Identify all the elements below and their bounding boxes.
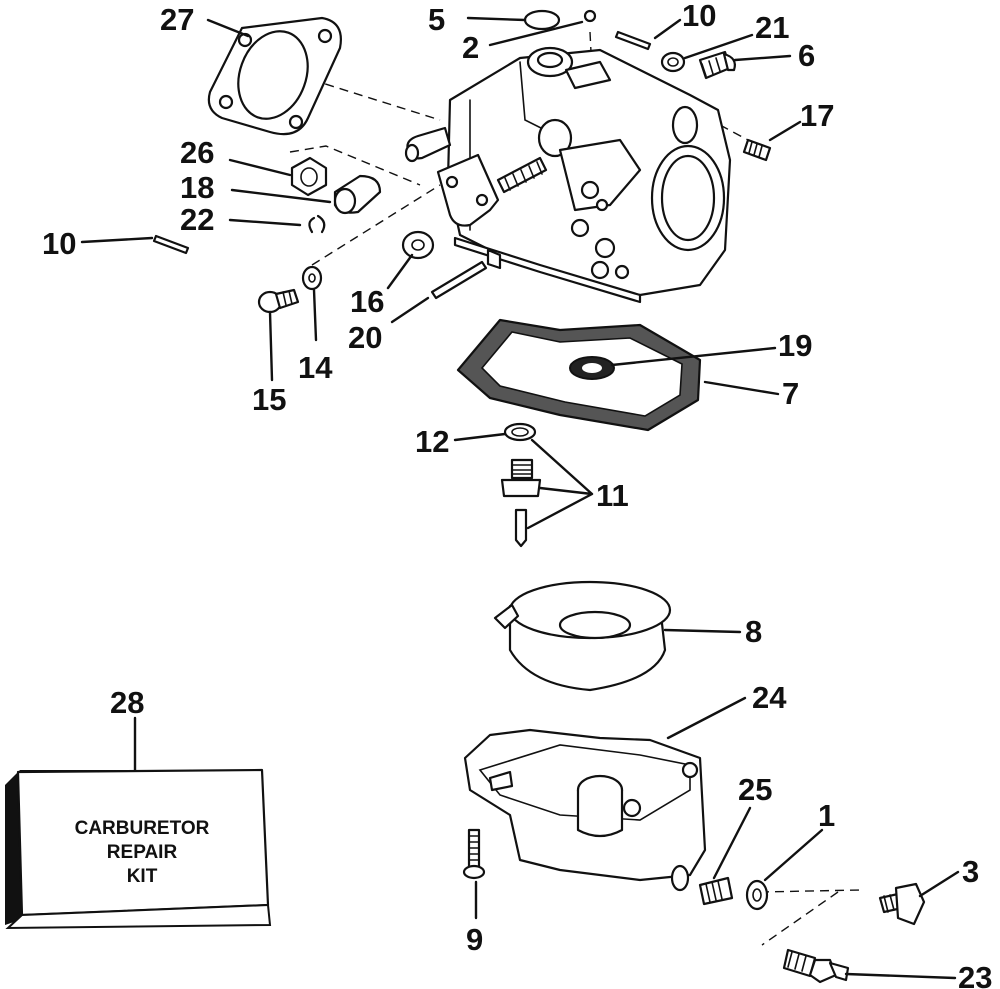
callout-27: 27 <box>160 2 194 37</box>
callout-12: 12 <box>415 424 449 459</box>
carburetor-body <box>404 46 732 304</box>
fitting-23 <box>782 948 850 984</box>
float-bowl-24 <box>463 728 707 892</box>
kit-label-line2: REPAIR <box>107 842 178 863</box>
screw-25 <box>698 876 734 906</box>
ring-22 <box>308 214 326 234</box>
callout-24: 24 <box>752 680 787 715</box>
callout-20: 20 <box>348 320 382 355</box>
ball-2 <box>583 9 597 23</box>
screw-6 <box>698 50 736 80</box>
nut-26 <box>290 156 328 197</box>
bushing-18 <box>333 174 382 215</box>
gasket-7 <box>456 318 702 432</box>
washer-1 <box>745 879 769 911</box>
callout-labels: 27 5 2 10 21 6 17 26 18 22 10 16 20 14 1… <box>42 0 992 989</box>
screw-15 <box>257 288 300 314</box>
callout-10-left: 10 <box>42 226 76 261</box>
leader-lines <box>80 16 960 980</box>
callout-16: 16 <box>350 284 384 319</box>
plug-5 <box>523 9 561 31</box>
washer-21 <box>660 51 686 73</box>
pin-10-top <box>614 30 652 51</box>
callout-19: 19 <box>778 328 812 363</box>
callout-11: 11 <box>596 478 629 513</box>
callout-9: 9 <box>466 922 483 957</box>
callout-1: 1 <box>818 798 835 833</box>
callout-8: 8 <box>745 614 762 649</box>
kit-label-line3: KIT <box>127 866 158 887</box>
callout-21: 21 <box>755 10 789 45</box>
washer-14 <box>301 265 323 291</box>
pin-20 <box>430 260 488 300</box>
callout-23: 23 <box>958 960 992 989</box>
callout-10-top: 10 <box>682 0 716 33</box>
gasket-27 <box>207 16 342 136</box>
screw-9 <box>462 828 486 880</box>
callout-26: 26 <box>180 135 214 170</box>
callout-2: 2 <box>462 30 479 65</box>
washer-16 <box>401 230 435 260</box>
callout-6: 6 <box>798 38 815 73</box>
washer-12 <box>503 422 537 442</box>
kit-label-line1: CARBURETOR <box>75 818 210 839</box>
callout-22: 22 <box>180 202 214 237</box>
screw-3 <box>878 882 926 926</box>
callout-17: 17 <box>800 98 834 133</box>
callout-14: 14 <box>298 350 333 385</box>
pin-10-left <box>152 234 190 255</box>
callout-3: 3 <box>962 854 979 889</box>
needle-seat-11 <box>500 458 542 548</box>
callout-7: 7 <box>782 376 799 411</box>
callout-15: 15 <box>252 382 286 417</box>
screw-17 <box>742 138 772 162</box>
repair-kit-box: CARBURETOR REPAIR KIT <box>5 768 272 930</box>
callout-25: 25 <box>738 772 772 807</box>
float-8 <box>493 580 672 692</box>
callout-18: 18 <box>180 170 214 205</box>
callout-5: 5 <box>428 2 445 37</box>
callout-28: 28 <box>110 685 144 720</box>
